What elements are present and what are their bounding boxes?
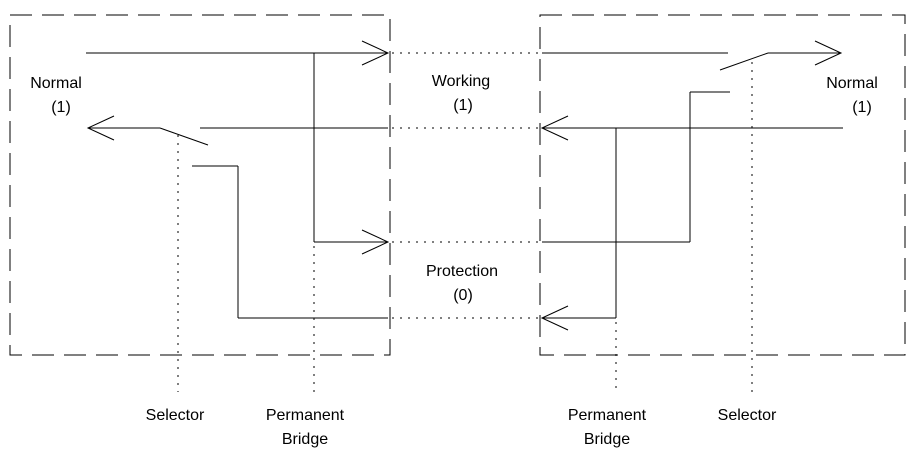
right-node-box bbox=[539, 14, 906, 356]
right-bridge-label-line2: Bridge bbox=[584, 431, 630, 448]
right-selector-label: Selector bbox=[718, 407, 777, 424]
left-node-box bbox=[9, 14, 391, 356]
left-normal-label: Normal bbox=[30, 75, 82, 92]
left-selector-label: Selector bbox=[146, 407, 205, 424]
right-normal-number: (1) bbox=[852, 99, 872, 116]
left-bridge-label-line1: Permanent bbox=[266, 407, 345, 424]
left-normal-number: (1) bbox=[51, 99, 71, 116]
protection-label: Protection bbox=[426, 263, 498, 280]
left-bridge-label-line2: Bridge bbox=[282, 431, 328, 448]
working-label: Working bbox=[432, 73, 490, 90]
right-bridge-label-line1: Permanent bbox=[568, 407, 647, 424]
right-normal-label: Normal bbox=[826, 75, 878, 92]
left-transmit-path bbox=[86, 40, 390, 255]
left-receive-path bbox=[86, 115, 388, 319]
leader-lines bbox=[177, 62, 753, 392]
link-connections bbox=[392, 52, 540, 319]
protection-number: (0) bbox=[453, 287, 473, 304]
right-receive-path bbox=[542, 40, 843, 243]
right-transmit-path bbox=[540, 115, 843, 331]
working-number: (1) bbox=[453, 97, 473, 114]
